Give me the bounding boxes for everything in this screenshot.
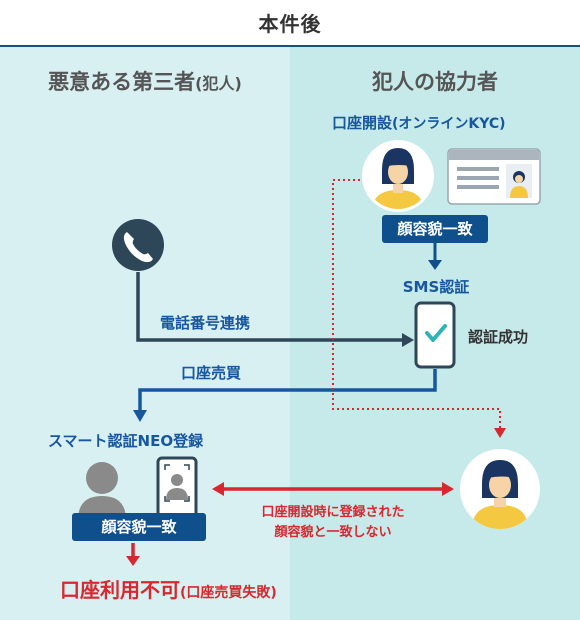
face-scan-icon <box>156 456 198 520</box>
phone-link-arrow <box>136 272 414 347</box>
person-icon <box>362 140 434 212</box>
account-sale-arrow <box>133 369 437 422</box>
account-open-main: 口座開設 <box>332 114 393 132</box>
red-dotted-path <box>332 179 506 438</box>
auth-success-label: 認証成功 <box>468 328 529 346</box>
gray-person-icon <box>78 462 126 520</box>
page-title: 本件後 <box>258 12 322 36</box>
id-card-icon <box>447 148 541 205</box>
phone-link-label: 電話番号連携 <box>160 314 251 332</box>
result-arrow <box>126 543 140 566</box>
smartphone-check-icon <box>414 301 456 369</box>
mismatch-text: 口座開設時に登録された 顔容貌と一致しない <box>228 503 438 543</box>
left-title-main: 悪意ある第三者 <box>48 70 196 94</box>
person-icon <box>460 449 540 529</box>
mismatch-line-1: 口座開設時に登録された <box>261 505 405 520</box>
phone-icon <box>112 219 164 271</box>
account-open-sub: (オンラインKYC) <box>392 116 506 132</box>
face-match-badge-right: 顔容貌一致 <box>382 215 488 243</box>
badge-to-sms-arrow <box>428 243 442 270</box>
result-sub: (口座売買失敗) <box>180 585 277 601</box>
face-match-badge-left: 顔容貌一致 <box>72 513 206 541</box>
right-panel-title: 犯人の協力者 <box>372 70 498 94</box>
account-sale-label: 口座売買 <box>181 364 242 382</box>
left-panel-title: 悪意ある第三者(犯人) <box>0 66 290 96</box>
header-bar <box>0 0 580 46</box>
result-label: 口座利用不可(口座売買失敗) <box>60 574 277 603</box>
smart-auth-label: スマート認証NEO登録 <box>48 432 204 450</box>
sms-auth-label: SMS認証 <box>402 278 470 296</box>
header-divider <box>0 45 580 47</box>
mismatch-line-2: 顔容貌と一致しない <box>274 525 392 540</box>
left-title-sub: (犯人) <box>195 74 242 93</box>
account-open-label: 口座開設(オンラインKYC) <box>332 112 506 133</box>
result-main: 口座利用不可 <box>60 578 180 602</box>
mismatch-arrow <box>212 482 454 496</box>
